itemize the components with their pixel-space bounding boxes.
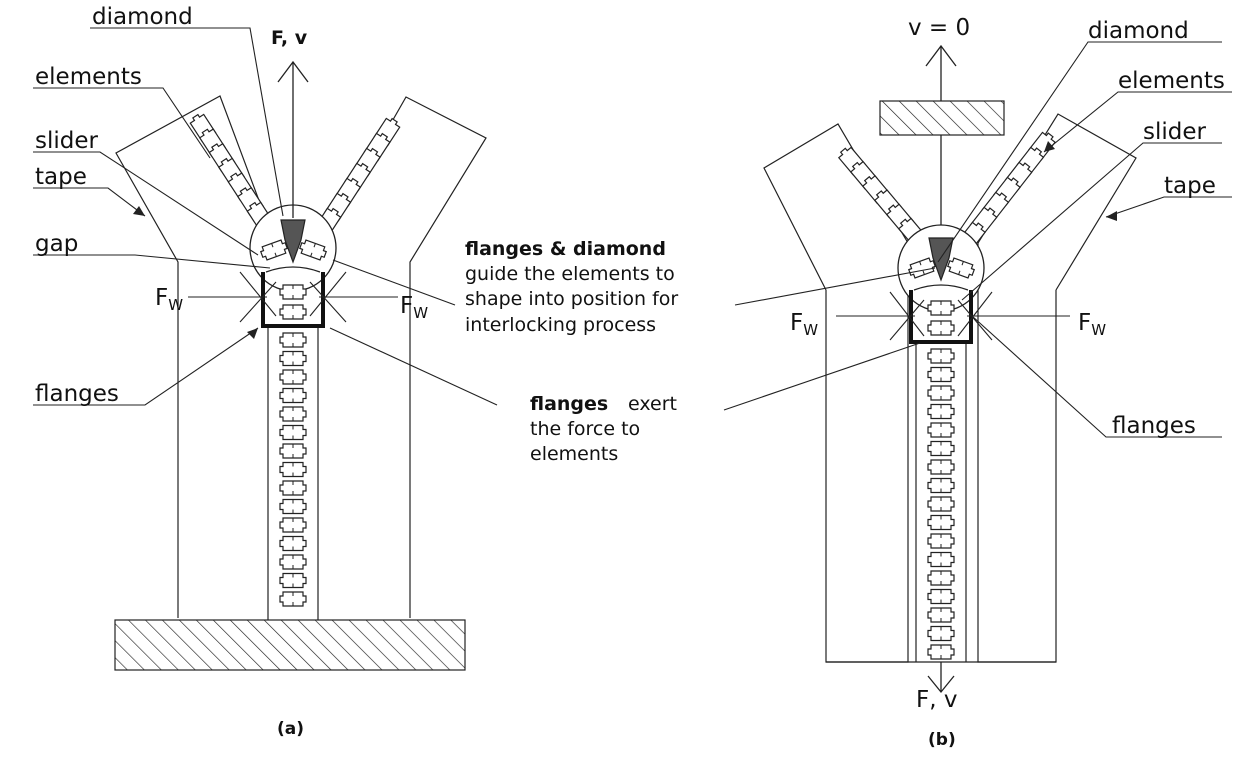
zipper-element xyxy=(927,403,955,420)
zipper-element xyxy=(927,385,955,401)
panel-b: v = 0 F, v xyxy=(723,15,1232,750)
zipper-element xyxy=(927,644,955,660)
zipper-element xyxy=(279,424,307,441)
element-chain-b xyxy=(915,342,967,662)
force-arrow-a xyxy=(277,60,309,218)
panel-a: F, v diamond elements slider tape xyxy=(33,4,498,739)
label-elements-a: elements xyxy=(35,64,142,90)
zipper-element xyxy=(927,422,955,438)
zipper-element xyxy=(279,517,307,533)
zipper-element xyxy=(279,406,307,422)
annotation-flanges-line1: exert xyxy=(628,393,677,415)
zipper-element xyxy=(279,350,307,367)
label-tape-b: tape xyxy=(1164,173,1216,199)
zipper-element xyxy=(927,477,955,494)
element-chain-a xyxy=(267,325,319,620)
label-fw-left-a: FW xyxy=(155,285,183,314)
label-v0-b: v = 0 xyxy=(908,15,970,41)
annotation-flanges-line3: elements xyxy=(530,443,618,465)
zipper-element xyxy=(279,498,307,515)
annotation-flanges-diamond-line2: shape into position for xyxy=(465,288,678,310)
elements-left-arm-a xyxy=(188,111,275,233)
label-flanges-b: flanges xyxy=(1112,413,1196,439)
zipper-element xyxy=(279,387,307,404)
zipper-element xyxy=(927,551,955,568)
zipper-element xyxy=(927,514,955,531)
velocity-arrow-b xyxy=(925,44,957,232)
annotation-flanges-diamond-line1: guide the elements to xyxy=(465,263,675,285)
zipper-element xyxy=(927,496,955,512)
label-diamond-b: diamond xyxy=(1088,18,1189,44)
label-slider-a: slider xyxy=(35,128,99,154)
zipper-element xyxy=(927,625,955,642)
label-fw-right-a: FW xyxy=(400,293,428,322)
zipper-element xyxy=(927,533,955,549)
zipper-element xyxy=(927,366,955,383)
annotation-flanges-title: flanges xyxy=(530,393,608,415)
annotation-flanges-diamond-title: flanges & diamond xyxy=(465,238,666,260)
force-label-b: F, v xyxy=(916,687,957,713)
zipper-element xyxy=(927,459,955,475)
leader-lines-b xyxy=(723,41,1232,438)
zipper-element xyxy=(279,443,307,459)
annotation-flanges-line2: the force to xyxy=(530,418,640,440)
label-elements-b: elements xyxy=(1118,68,1225,94)
label-flanges-a: flanges xyxy=(35,381,119,407)
zipper-element xyxy=(279,591,307,607)
zipper-element xyxy=(279,461,307,478)
elements-left-arm-b xyxy=(836,144,928,249)
label-fw-right-b: FW xyxy=(1078,310,1106,339)
zipper-element xyxy=(927,440,955,457)
label-slider-b: slider xyxy=(1143,119,1207,145)
zipper-element xyxy=(927,607,955,623)
label-gap-a: gap xyxy=(35,231,78,257)
zipper-element xyxy=(279,332,307,348)
base-block-a xyxy=(114,619,466,671)
caption-a: (a) xyxy=(277,719,304,739)
fw-lines-b xyxy=(836,291,1070,341)
zipper-element xyxy=(279,480,307,496)
zipper-element xyxy=(279,535,307,552)
top-block-b xyxy=(879,100,1005,136)
zipper-element xyxy=(927,588,955,605)
zipper-element xyxy=(279,554,307,570)
annotation-flanges-diamond-line3: interlocking process xyxy=(465,314,656,336)
zipper-element xyxy=(279,572,307,589)
annotations: flanges & diamond guide the elements to … xyxy=(465,238,678,465)
zipper-element xyxy=(279,369,307,385)
leader-lines-a xyxy=(33,27,498,406)
elements-right-arm-b xyxy=(956,129,1058,253)
caption-b: (b) xyxy=(928,730,956,750)
label-diamond-a: diamond xyxy=(92,4,193,30)
diamond-a xyxy=(280,219,306,264)
label-tape-a: tape xyxy=(35,164,87,190)
tape-left-a xyxy=(115,95,271,618)
force-label-a: F, v xyxy=(271,27,308,49)
fw-lines-a xyxy=(188,271,398,323)
label-fw-left-b: FW xyxy=(790,310,818,339)
zipper-element xyxy=(927,570,955,586)
elements-right-arm-a xyxy=(313,115,402,239)
zipper-element xyxy=(927,348,955,364)
force-arrow-b xyxy=(927,662,955,694)
